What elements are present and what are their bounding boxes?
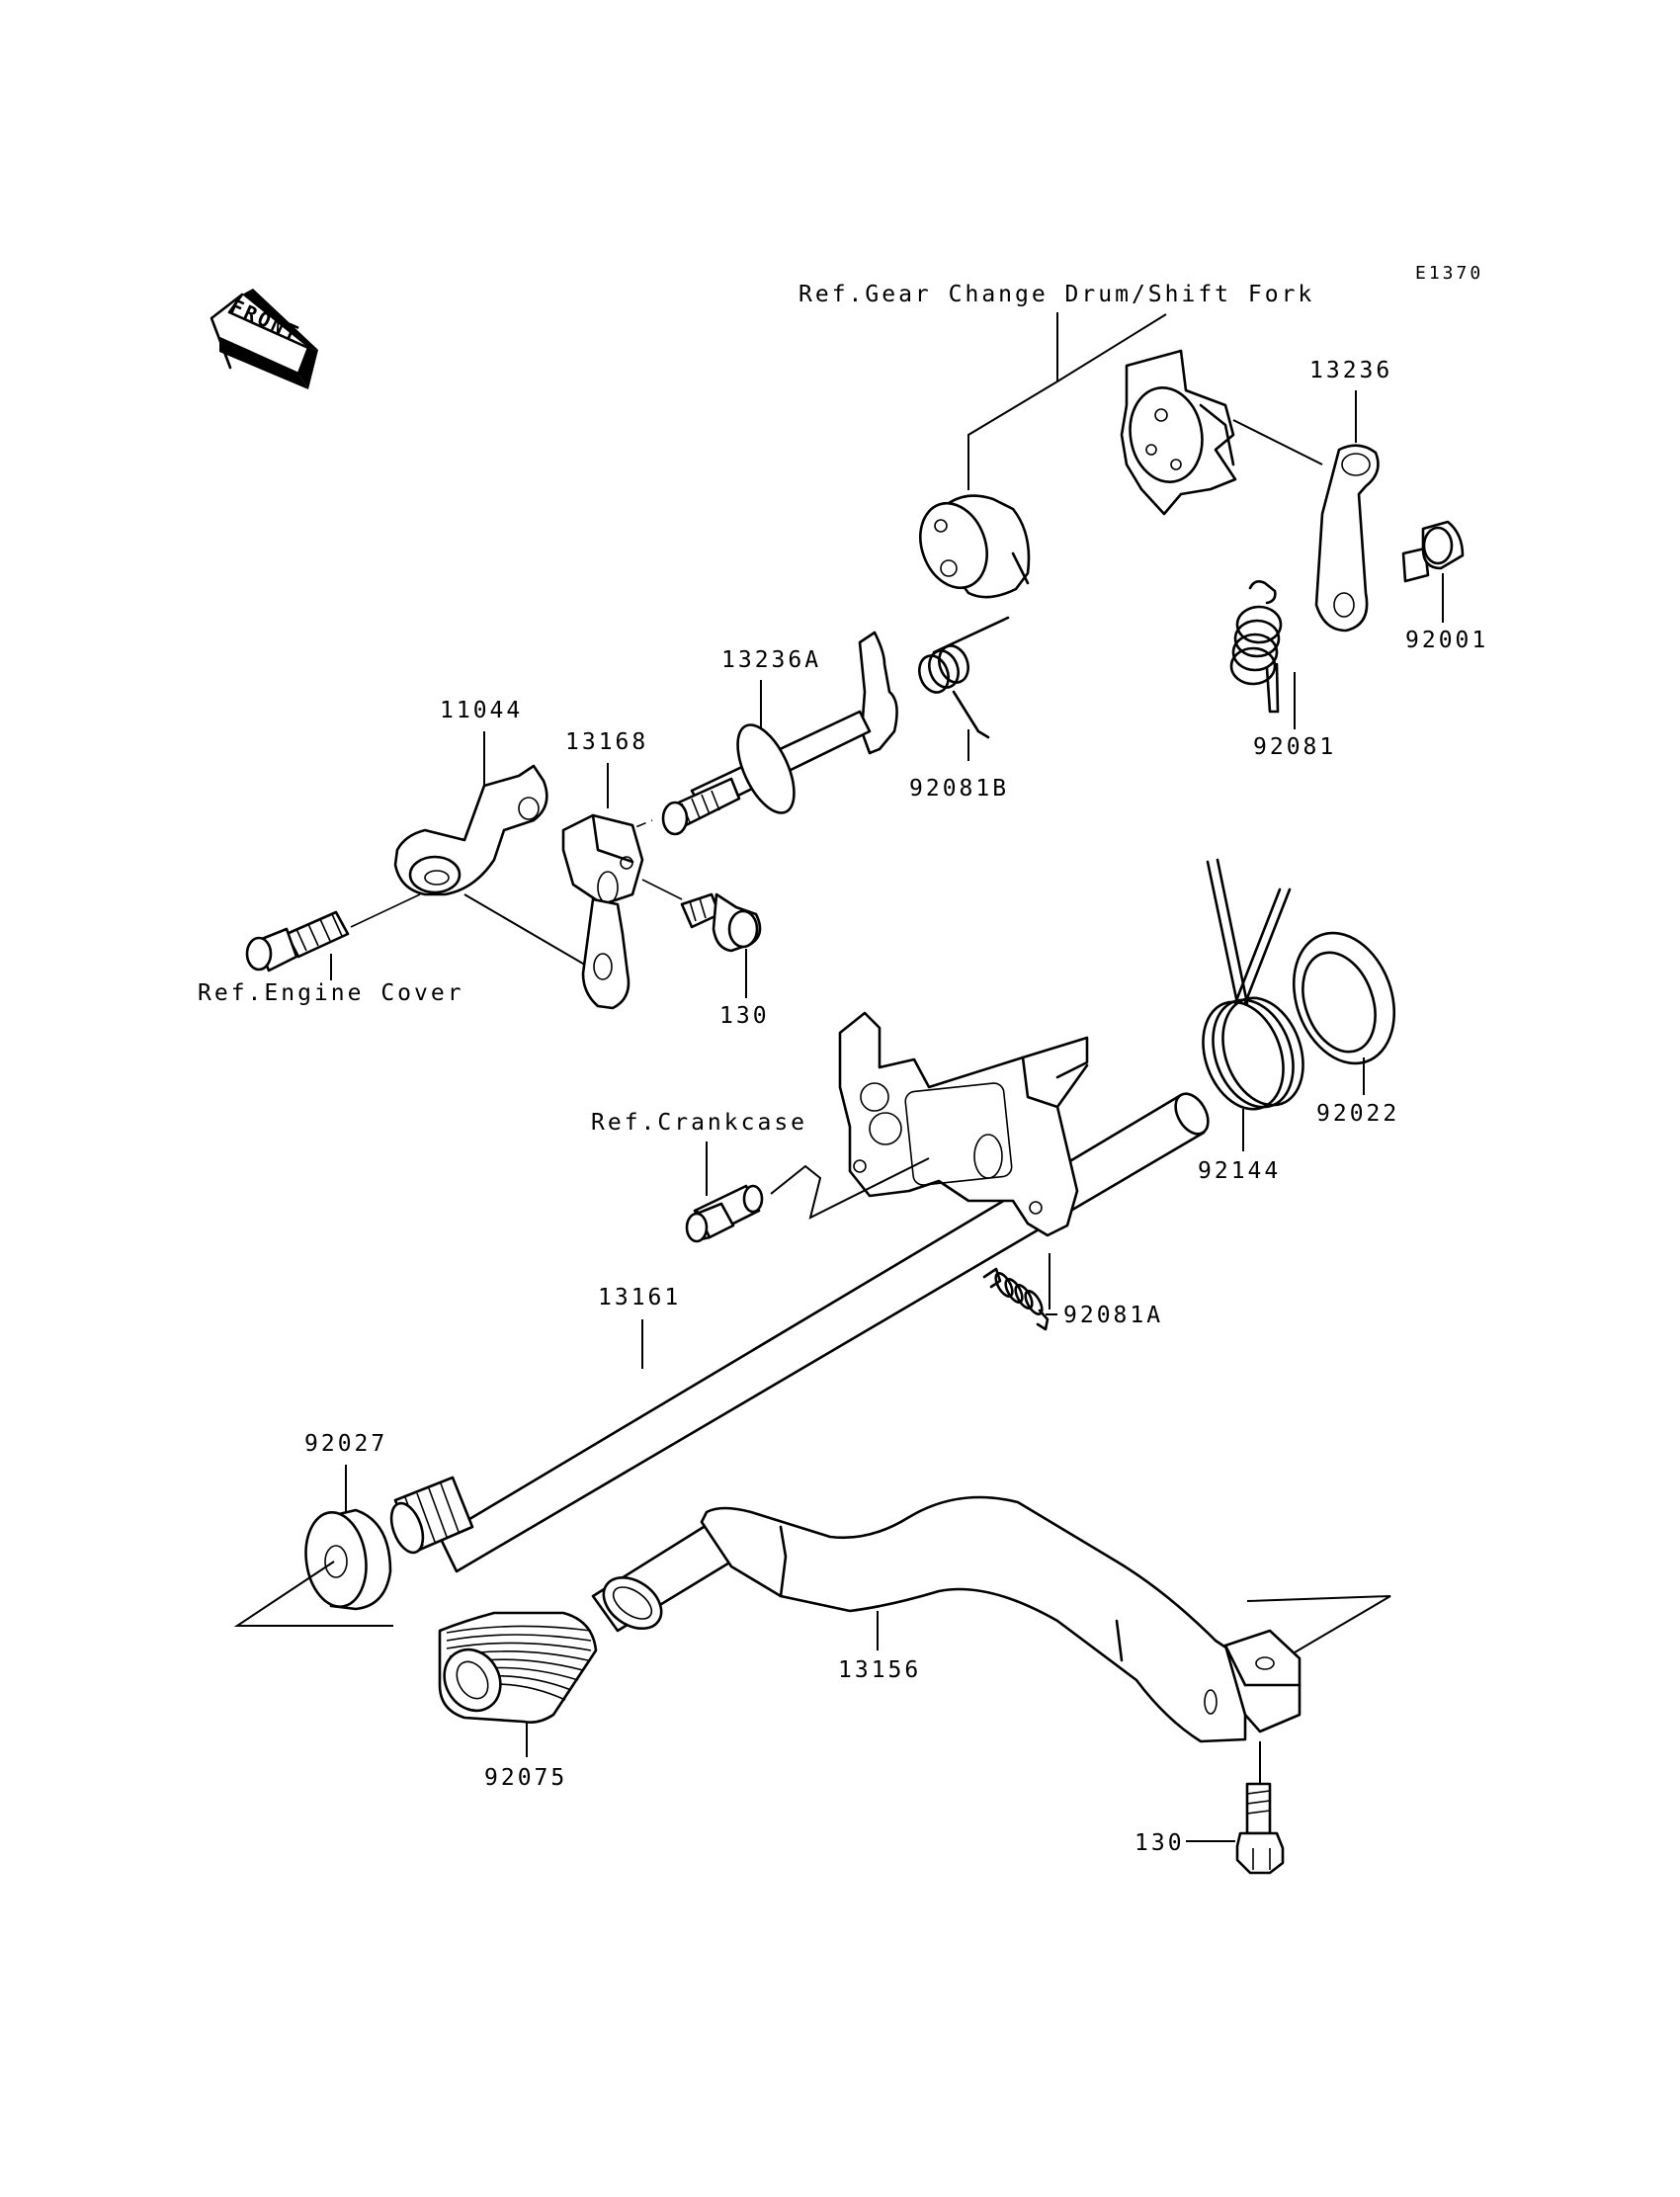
part-label-13236: 13236 [1309, 358, 1392, 383]
front-arrow-icon: FRONT [210, 289, 318, 389]
part-label-13156: 13156 [838, 1657, 921, 1683]
ref-gear-change-drum-label: Ref.Gear Change Drum/Shift Fork [798, 282, 1314, 307]
shift-plate [838, 1011, 1089, 1237]
engine-cover-bolt [245, 893, 421, 972]
part-label-92075: 92075 [484, 1765, 567, 1791]
part-92001-bolt [1401, 520, 1465, 583]
part-label-11044: 11044 [440, 698, 523, 723]
part-13168-clamp [561, 813, 644, 1010]
crankcase-pin [685, 1184, 764, 1243]
part-92081A-spring [982, 1267, 1050, 1331]
part-92022-washer [1292, 931, 1396, 1065]
ref-engine-cover-label: Ref.Engine Cover [198, 980, 464, 1006]
part-label-92081A: 92081A [1063, 1303, 1163, 1328]
part-13236-lever [1314, 444, 1380, 633]
gear-change-drum-cylinder [919, 494, 1031, 599]
part-label-13161: 13161 [598, 1285, 681, 1310]
part-label-92144: 92144 [1198, 1158, 1281, 1184]
part-label-130-lower: 130 [1134, 1830, 1185, 1856]
diagram-code: E1370 [1415, 263, 1483, 284]
part-92075-pedal-rubber [438, 1611, 598, 1724]
part-13161-shift-shaft [389, 1092, 1210, 1573]
part-label-13168: 13168 [565, 729, 648, 755]
part-92144-spring [1202, 858, 1304, 1111]
part-130-bolt-upper [641, 879, 762, 953]
part-13156-shift-pedal [591, 1495, 1302, 1743]
ref-crankcase-label: Ref.Crankcase [591, 1110, 807, 1136]
part-label-130-upper: 130 [719, 1003, 770, 1029]
part-92081B-spring [918, 616, 1010, 739]
shift-drum-star-plate [1120, 349, 1237, 516]
part-11044-arm [393, 764, 548, 896]
part-label-92081B: 92081B [909, 776, 1009, 802]
part-130-bolt-lower [1235, 1782, 1285, 1875]
part-label-92081: 92081 [1253, 734, 1336, 760]
part-92081-spring [1229, 580, 1283, 714]
part-label-92027: 92027 [304, 1431, 387, 1457]
part-label-92001: 92001 [1405, 628, 1488, 653]
part-label-13236A: 13236A [721, 647, 821, 673]
part-label-92022: 92022 [1316, 1101, 1399, 1127]
part-13236A-shaft [592, 631, 898, 846]
part-92027-washer [304, 1508, 392, 1611]
